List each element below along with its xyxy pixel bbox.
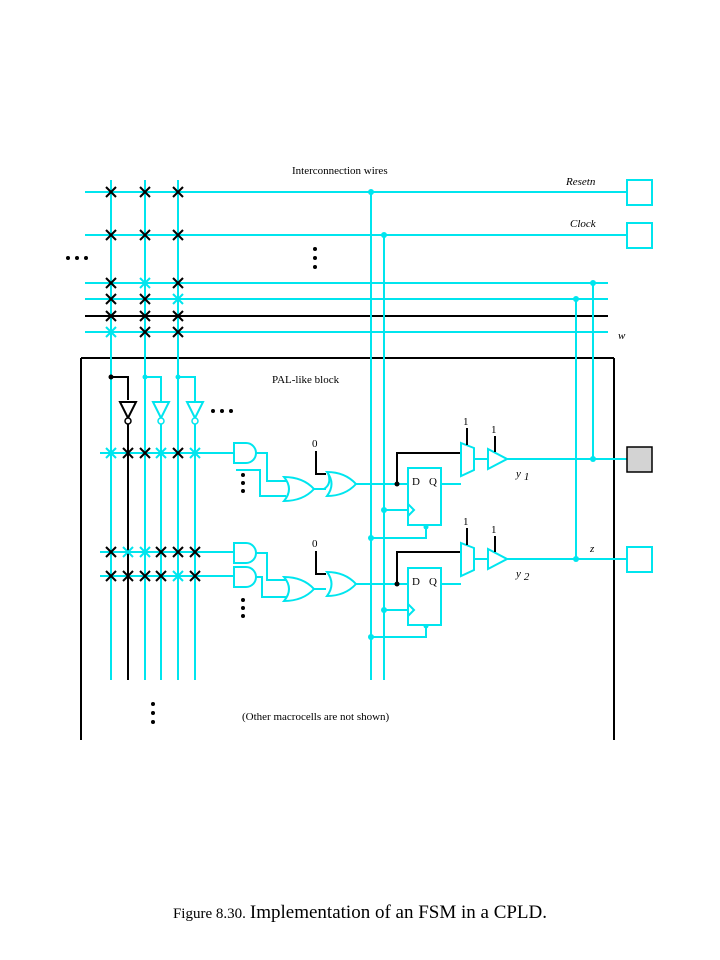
label-resetn: Resetn	[565, 176, 596, 188]
flip-flop-2: D Q	[394, 551, 461, 626]
svg-text:Q: Q	[429, 576, 437, 588]
label-oe-1a: 1	[463, 416, 469, 428]
pin-z	[626, 546, 653, 573]
label-oe-2a: 1	[463, 516, 469, 528]
label-clock: Clock	[570, 218, 597, 230]
global-signal-lines	[368, 189, 429, 680]
figure-title: Implementation of an FSM in a CPLD.	[249, 902, 548, 923]
figure-caption: Figure 8.30. Implementation of an FSM in…	[0, 902, 720, 924]
tristate-buffer-2	[487, 547, 510, 571]
tristate-buffer-1	[487, 447, 510, 471]
interconnect-crosspoints	[105, 186, 184, 338]
label-mux-const-2: 0	[312, 538, 318, 550]
and-gate-2	[233, 542, 257, 564]
pin-y1	[626, 446, 653, 473]
pin-resetn	[626, 179, 653, 206]
svg-text:Q: Q	[429, 476, 437, 488]
pin-clock	[626, 222, 653, 249]
svg-text:D: D	[412, 576, 420, 588]
and-gate-3	[233, 566, 257, 588]
pal-block-outline	[80, 357, 615, 740]
interconnection-wires	[85, 191, 627, 333]
figure-number: Figure 8.30.	[172, 906, 246, 922]
feedback-lines	[573, 280, 596, 562]
product-terms	[100, 447, 234, 582]
xor-gate-2	[325, 570, 358, 598]
label-w: w	[618, 330, 626, 342]
svg-text:D: D	[412, 476, 420, 488]
output-mux-1	[460, 441, 475, 478]
buffer-2	[151, 401, 171, 421]
output-stage-2	[460, 528, 627, 578]
input-columns	[108, 180, 196, 680]
label-mux-const-1: 0	[312, 438, 318, 450]
and-gate-1	[233, 442, 257, 464]
macrocell-1-logic	[233, 442, 408, 503]
input-buffers	[118, 401, 205, 425]
output-stage-1	[460, 428, 627, 478]
or-gate-2	[281, 575, 316, 603]
output-mux-2	[460, 541, 475, 578]
or-gate-1	[281, 475, 316, 503]
buffer-1	[118, 401, 138, 421]
label-pal-block: PAL-like block	[272, 374, 340, 386]
ellipsis-dots	[66, 247, 317, 724]
buffer-3	[185, 401, 205, 421]
macrocell-2-logic	[233, 542, 408, 603]
io-pins	[626, 179, 653, 573]
label-z: z	[589, 543, 595, 555]
diagram-labels: Interconnection wires Resetn Clock w PAL…	[242, 165, 626, 723]
flip-flop-1: D Q	[394, 452, 461, 526]
xor-gate-1	[325, 470, 358, 498]
label-oe-2b: 1	[491, 524, 497, 536]
label-interconnection-wires: Interconnection wires	[292, 165, 388, 177]
label-other-macrocells: (Other macrocells are not shown)	[242, 711, 390, 723]
label-oe-1b: 1	[491, 424, 497, 436]
